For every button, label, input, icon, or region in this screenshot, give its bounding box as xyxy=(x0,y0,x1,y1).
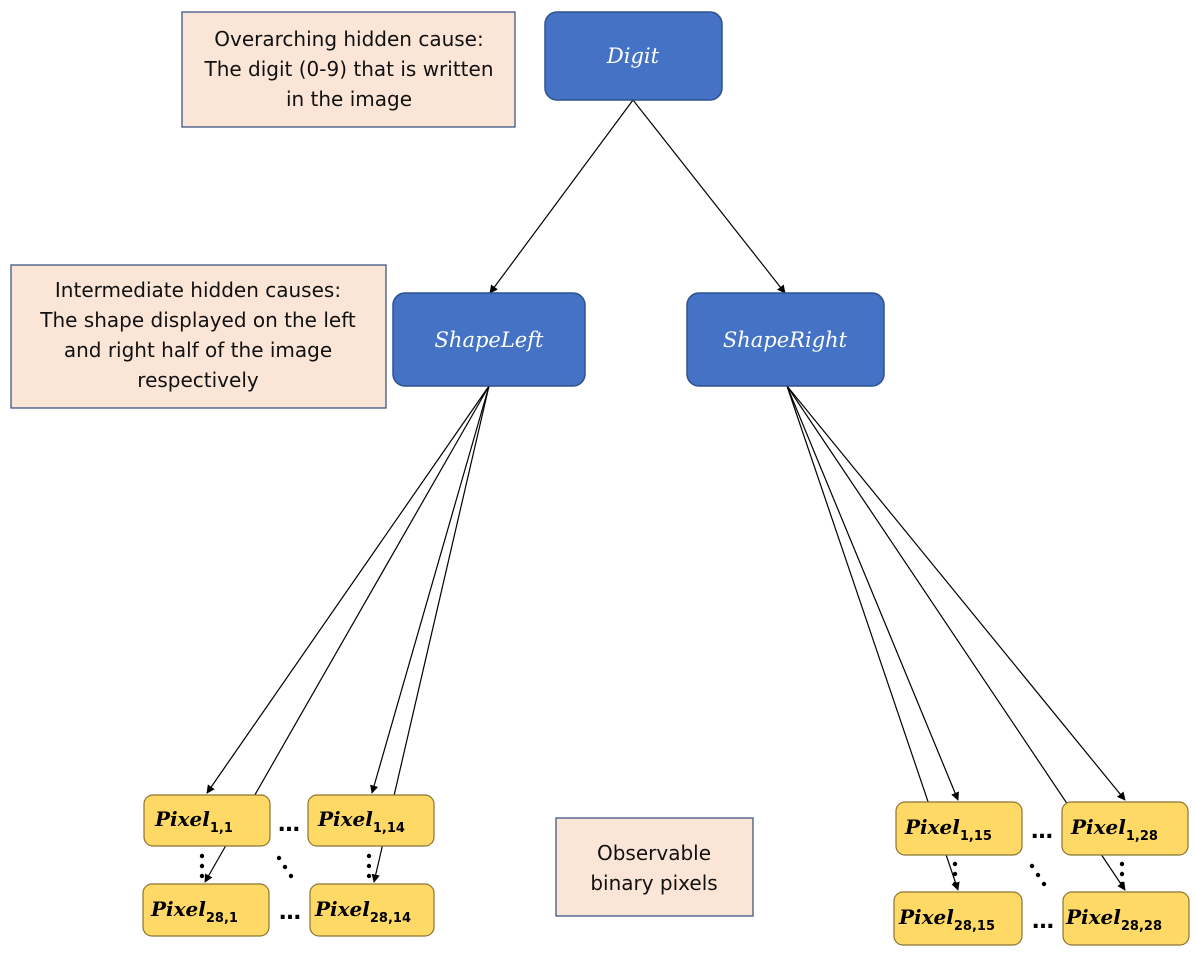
svg-text:Pixel28,1: Pixel28,1 xyxy=(150,897,238,926)
svg-text:Pixel1,14: Pixel1,14 xyxy=(317,807,405,836)
pixel-node-28-1: Pixel28,1 xyxy=(142,883,270,937)
pixel-node-1-14-subscript: 1,14 xyxy=(373,821,405,836)
note-intermediate-line-3: and right half of the image xyxy=(64,338,332,362)
ellipsis-right-top: … xyxy=(1031,819,1053,844)
node-digit: Digit xyxy=(544,11,723,101)
pixel-node-28-14: Pixel28,14 xyxy=(309,883,435,937)
pixel-node-1-14: Pixel1,14 xyxy=(307,794,435,847)
svg-text:Pixel1,1: Pixel1,1 xyxy=(154,807,233,836)
node-shape-left: ShapeLeft xyxy=(392,292,586,387)
vertical-dots-right-15 xyxy=(952,861,958,887)
pixel-node-1-15: Pixel1,15 xyxy=(895,801,1023,856)
pixel-node-28-28-subscript: 28,28 xyxy=(1121,919,1162,934)
ellipsis-left-bottom: … xyxy=(279,900,301,925)
diagonal-dots-left xyxy=(276,855,294,879)
pixel-node-1-15-subscript: 1,15 xyxy=(960,829,992,844)
pixel-node-1-15-base: Pixel xyxy=(904,815,960,839)
edges xyxy=(204,99,1126,891)
svg-text:Pixel28,14: Pixel28,14 xyxy=(314,897,411,926)
note-observable-line-1: Observable xyxy=(597,841,711,865)
note-overarching: Overarching hidden cause: The digit (0-9… xyxy=(181,11,516,128)
note-intermediate-line-1: Intermediate hidden causes: xyxy=(55,278,341,302)
ellipsis-left-top: … xyxy=(278,812,300,837)
pixel-node-28-28-base: Pixel xyxy=(1065,905,1121,929)
pixel-node-28-15-base: Pixel xyxy=(898,905,954,929)
node-shape-right: ShapeRight xyxy=(686,292,885,387)
svg-text:Pixel1,15: Pixel1,15 xyxy=(904,815,992,844)
pixel-node-1-14-base: Pixel xyxy=(317,807,373,831)
note-overarching-line-1: Overarching hidden cause: xyxy=(214,27,483,51)
pixel-node-28-15: Pixel28,15 xyxy=(893,891,1023,946)
pixel-node-28-1-subscript: 28,1 xyxy=(206,911,238,926)
svg-text:Pixel28,28: Pixel28,28 xyxy=(1065,905,1162,934)
node-digit-label: Digit xyxy=(606,44,660,68)
pixel-node-28-1-base: Pixel xyxy=(150,897,206,921)
edge-digit-shaperight xyxy=(632,99,786,294)
node-shape-right-label: ShapeRight xyxy=(723,328,848,352)
svg-text:Pixel1,28: Pixel1,28 xyxy=(1070,815,1158,844)
edge-shaperight-pixel-1-28 xyxy=(786,385,1126,801)
note-observable-line-2: binary pixels xyxy=(590,871,717,895)
note-intermediate: Intermediate hidden causes: The shape di… xyxy=(10,264,387,409)
note-overarching-line-3: in the image xyxy=(286,87,412,111)
pixel-node-28-14-subscript: 28,14 xyxy=(370,911,411,926)
ellipsis-right-bottom: … xyxy=(1032,909,1054,934)
edge-shapeleft-pixel-1-1 xyxy=(206,385,490,794)
pixel-node-28-28: Pixel28,28 xyxy=(1062,891,1190,946)
edge-shapeleft-pixel-1-14 xyxy=(370,385,490,794)
pixel-node-1-1-subscript: 1,1 xyxy=(210,821,233,836)
pixel-node-28-15-subscript: 28,15 xyxy=(954,919,995,934)
note-intermediate-line-2: The shape displayed on the left xyxy=(39,308,356,332)
svg-text:Pixel28,15: Pixel28,15 xyxy=(898,905,995,934)
diagonal-dots-right xyxy=(1029,863,1047,887)
node-shape-left-label: ShapeLeft xyxy=(435,328,544,352)
pixel-node-28-14-base: Pixel xyxy=(314,897,370,921)
vertical-dots-left-1 xyxy=(199,853,205,879)
vertical-dots-right-28 xyxy=(1119,861,1125,887)
note-intermediate-line-4: respectively xyxy=(137,368,259,392)
pixel-node-1-28-subscript: 1,28 xyxy=(1126,829,1158,844)
pixel-node-1-28-base: Pixel xyxy=(1070,815,1126,839)
note-overarching-line-2: The digit (0-9) that is written xyxy=(204,57,494,81)
vertical-dots-left-14 xyxy=(366,853,372,879)
note-observable: Observable binary pixels xyxy=(555,817,754,917)
pixel-node-1-1-base: Pixel xyxy=(154,807,210,831)
pixel-node-1-28: Pixel1,28 xyxy=(1061,801,1189,856)
pixel-node-1-1: Pixel1,1 xyxy=(143,794,271,847)
edge-digit-shapeleft xyxy=(489,99,634,294)
edge-shaperight-pixel-1-15 xyxy=(786,385,959,801)
